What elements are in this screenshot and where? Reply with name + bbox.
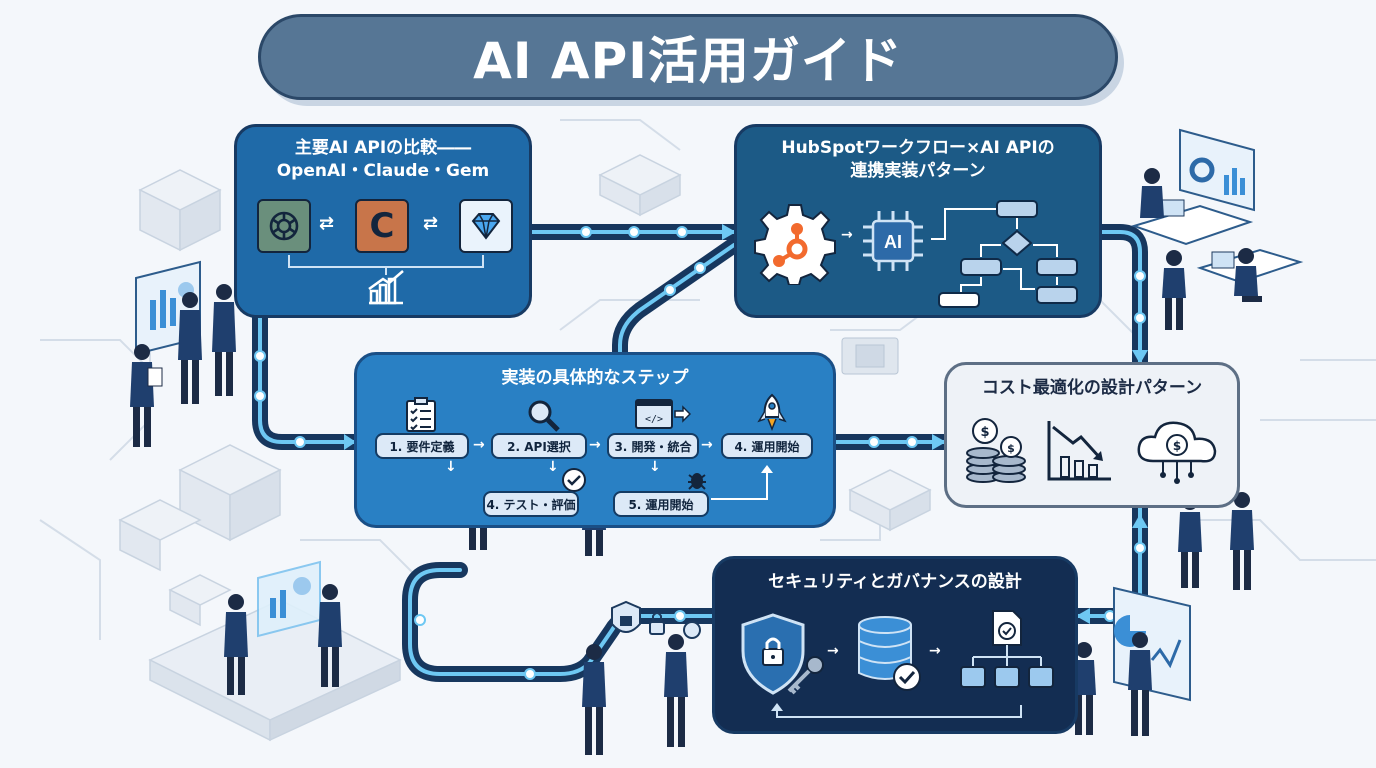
cost-optimization-panel: コスト最適化の設計パターン $ $ $ <box>944 362 1240 508</box>
person-15 <box>1162 250 1186 330</box>
steps-title: 実装の具体的なステップ <box>501 368 689 388</box>
declining-chart-icon <box>1047 421 1111 481</box>
hubspot-integration-panel: HubSpotワークフロー×AI APIの 連携実装パターン → AI <box>734 124 1102 318</box>
openai-logo-icon <box>257 199 311 253</box>
person-8 <box>582 644 606 755</box>
person-1 <box>178 292 202 404</box>
security-governance-panel: セキュリティとガバナンスの設計 → → <box>712 556 1078 734</box>
step-test-evaluation: 4. テスト・評価 <box>483 491 579 517</box>
magnifier-icon <box>528 400 560 432</box>
svg-text:$: $ <box>980 425 989 440</box>
pipe-arrowheads <box>344 224 1148 624</box>
step-requirements: 1. 要件定義 <box>375 433 469 459</box>
person-2 <box>212 284 236 396</box>
bug-icon <box>688 473 706 490</box>
arrow-right-icon: → <box>589 437 601 453</box>
person-12 <box>1072 642 1096 735</box>
cost-title: コスト最適化の設計パターン <box>981 378 1203 398</box>
arrow-right-icon: → <box>701 437 713 453</box>
compare-title-line2: OpenAI・Claude・Gem <box>276 161 490 181</box>
person-14 <box>1140 168 1164 218</box>
checklist-clipboard-icon <box>406 397 436 432</box>
svg-text:$: $ <box>1007 442 1015 455</box>
person-7 <box>318 584 342 687</box>
svg-text:$: $ <box>1173 439 1181 453</box>
arrow-down-icon: ↓ <box>649 459 661 475</box>
comparison-bracket-chart-icon <box>288 255 484 305</box>
page-title: AI API活用ガイド <box>258 14 1118 100</box>
database-check-icon <box>858 616 921 691</box>
arrow-down-icon: ↓ <box>547 459 559 475</box>
swap-arrows-icon: ⇄ <box>319 213 335 234</box>
swap-arrows-icon: ⇄ <box>423 213 439 234</box>
step-operation-start: 4. 運用開始 <box>721 433 813 459</box>
arrow-down-icon: ↓ <box>445 459 457 475</box>
arrow-right-icon: → <box>841 227 853 243</box>
api-comparison-panel: 主要AI APIの比較―― OpenAI・Claude・Gem ⇄ C ⇄ <box>234 124 532 318</box>
person-6 <box>224 594 248 695</box>
floating-security-icons <box>611 600 701 639</box>
workflow-flowchart-icon <box>931 200 1078 308</box>
cpu-chip-decoration <box>841 337 899 375</box>
arrow-right-icon: → <box>929 643 941 659</box>
checkmark-badge-icon <box>562 468 586 492</box>
step-development: 3. 開発・統合 <box>607 433 699 459</box>
svg-text:</>: </> <box>645 414 663 425</box>
desk-scene <box>1130 199 1304 284</box>
coin-stacks-icon: $ $ <box>966 418 1026 483</box>
person-11 <box>1230 492 1254 590</box>
person-10 <box>1178 494 1202 588</box>
person-9 <box>664 634 688 747</box>
return-arrow-icon <box>711 465 773 500</box>
shield-lock-key-icon <box>741 613 824 695</box>
gemini-logo-icon <box>459 199 513 253</box>
ai-chip-icon: AI <box>863 211 923 271</box>
person-3 <box>130 344 163 447</box>
step-operation-start-2: 5. 運用開始 <box>613 491 709 517</box>
code-window-icon: </> <box>635 399 691 429</box>
rocket-icon <box>757 393 787 431</box>
governance-org-chart-icon <box>960 610 1054 688</box>
hubspot-gear-icon <box>754 204 836 285</box>
cloud-cost-icon: $ <box>1137 421 1217 484</box>
security-title: セキュリティとガバナンスの設計 <box>768 572 1022 592</box>
claude-logo-icon: C <box>355 199 409 253</box>
ai-chip-label: AI <box>884 232 902 252</box>
hubspot-title-line2: 連携実装パターン <box>850 161 986 181</box>
person-16 <box>1234 248 1262 302</box>
step-api-selection: 2. API選択 <box>491 433 587 459</box>
arrow-right-icon: → <box>827 643 839 659</box>
compare-title-line1: 主要AI APIの比較―― <box>294 138 472 158</box>
arrow-right-icon: → <box>473 437 485 453</box>
implementation-steps-panel: 実装の具体的なステップ </> 1. 要件定義 → 2. API選択 → 3. … <box>354 352 836 528</box>
isometric-cubes <box>118 154 932 742</box>
feedback-loop-arrow-icon <box>771 703 1022 718</box>
person-13 <box>1128 632 1152 736</box>
hubspot-title-line1: HubSpotワークフロー×AI APIの <box>781 138 1055 158</box>
